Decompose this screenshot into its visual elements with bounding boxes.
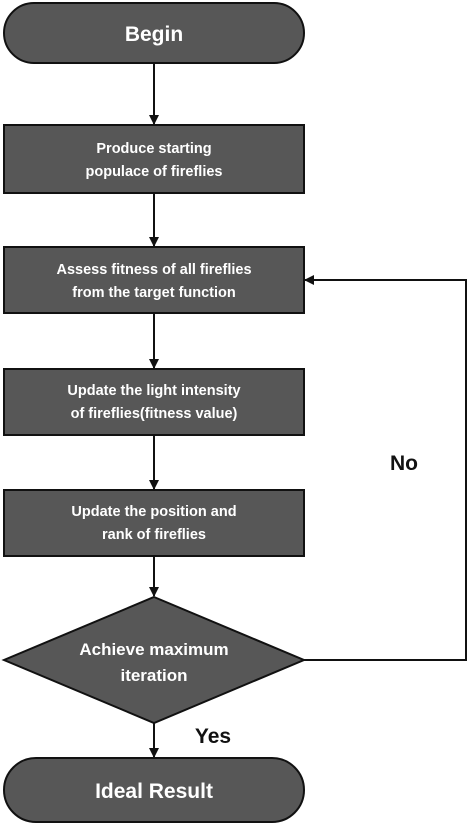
step1-line2: populace of fireflies (86, 164, 223, 180)
step2-line1: Assess fitness of all fireflies (56, 262, 251, 278)
step2-line2: from the target function (72, 285, 236, 301)
begin-label: Begin (125, 23, 183, 46)
process-assess-fitness: Assess fitness of all fireflies from the… (3, 246, 305, 314)
decision-line2: iteration (120, 666, 187, 685)
edge-label-yes: Yes (195, 725, 231, 748)
step3-line2: of fireflies(fitness value) (71, 406, 238, 422)
end-label: Ideal Result (95, 780, 213, 803)
step1-line1: Produce starting (96, 141, 211, 157)
decision-line1: Achieve maximum (79, 640, 228, 659)
process-produce-population: Produce starting populace of fireflies (3, 124, 305, 194)
step4-line2: rank of fireflies (102, 527, 206, 543)
process-update-position-rank: Update the position and rank of fireflie… (3, 489, 305, 557)
step3-line1: Update the light intensity (67, 383, 240, 399)
arrow-no-loop (304, 275, 467, 661)
end-node: Ideal Result (3, 757, 305, 823)
decision-max-iteration: Achieve maximum iteration (1, 595, 307, 725)
process-update-light-intensity: Update the light intensity of fireflies(… (3, 368, 305, 436)
edge-label-no: No (390, 452, 418, 475)
begin-node: Begin (3, 2, 305, 64)
step4-line1: Update the position and (71, 504, 236, 520)
